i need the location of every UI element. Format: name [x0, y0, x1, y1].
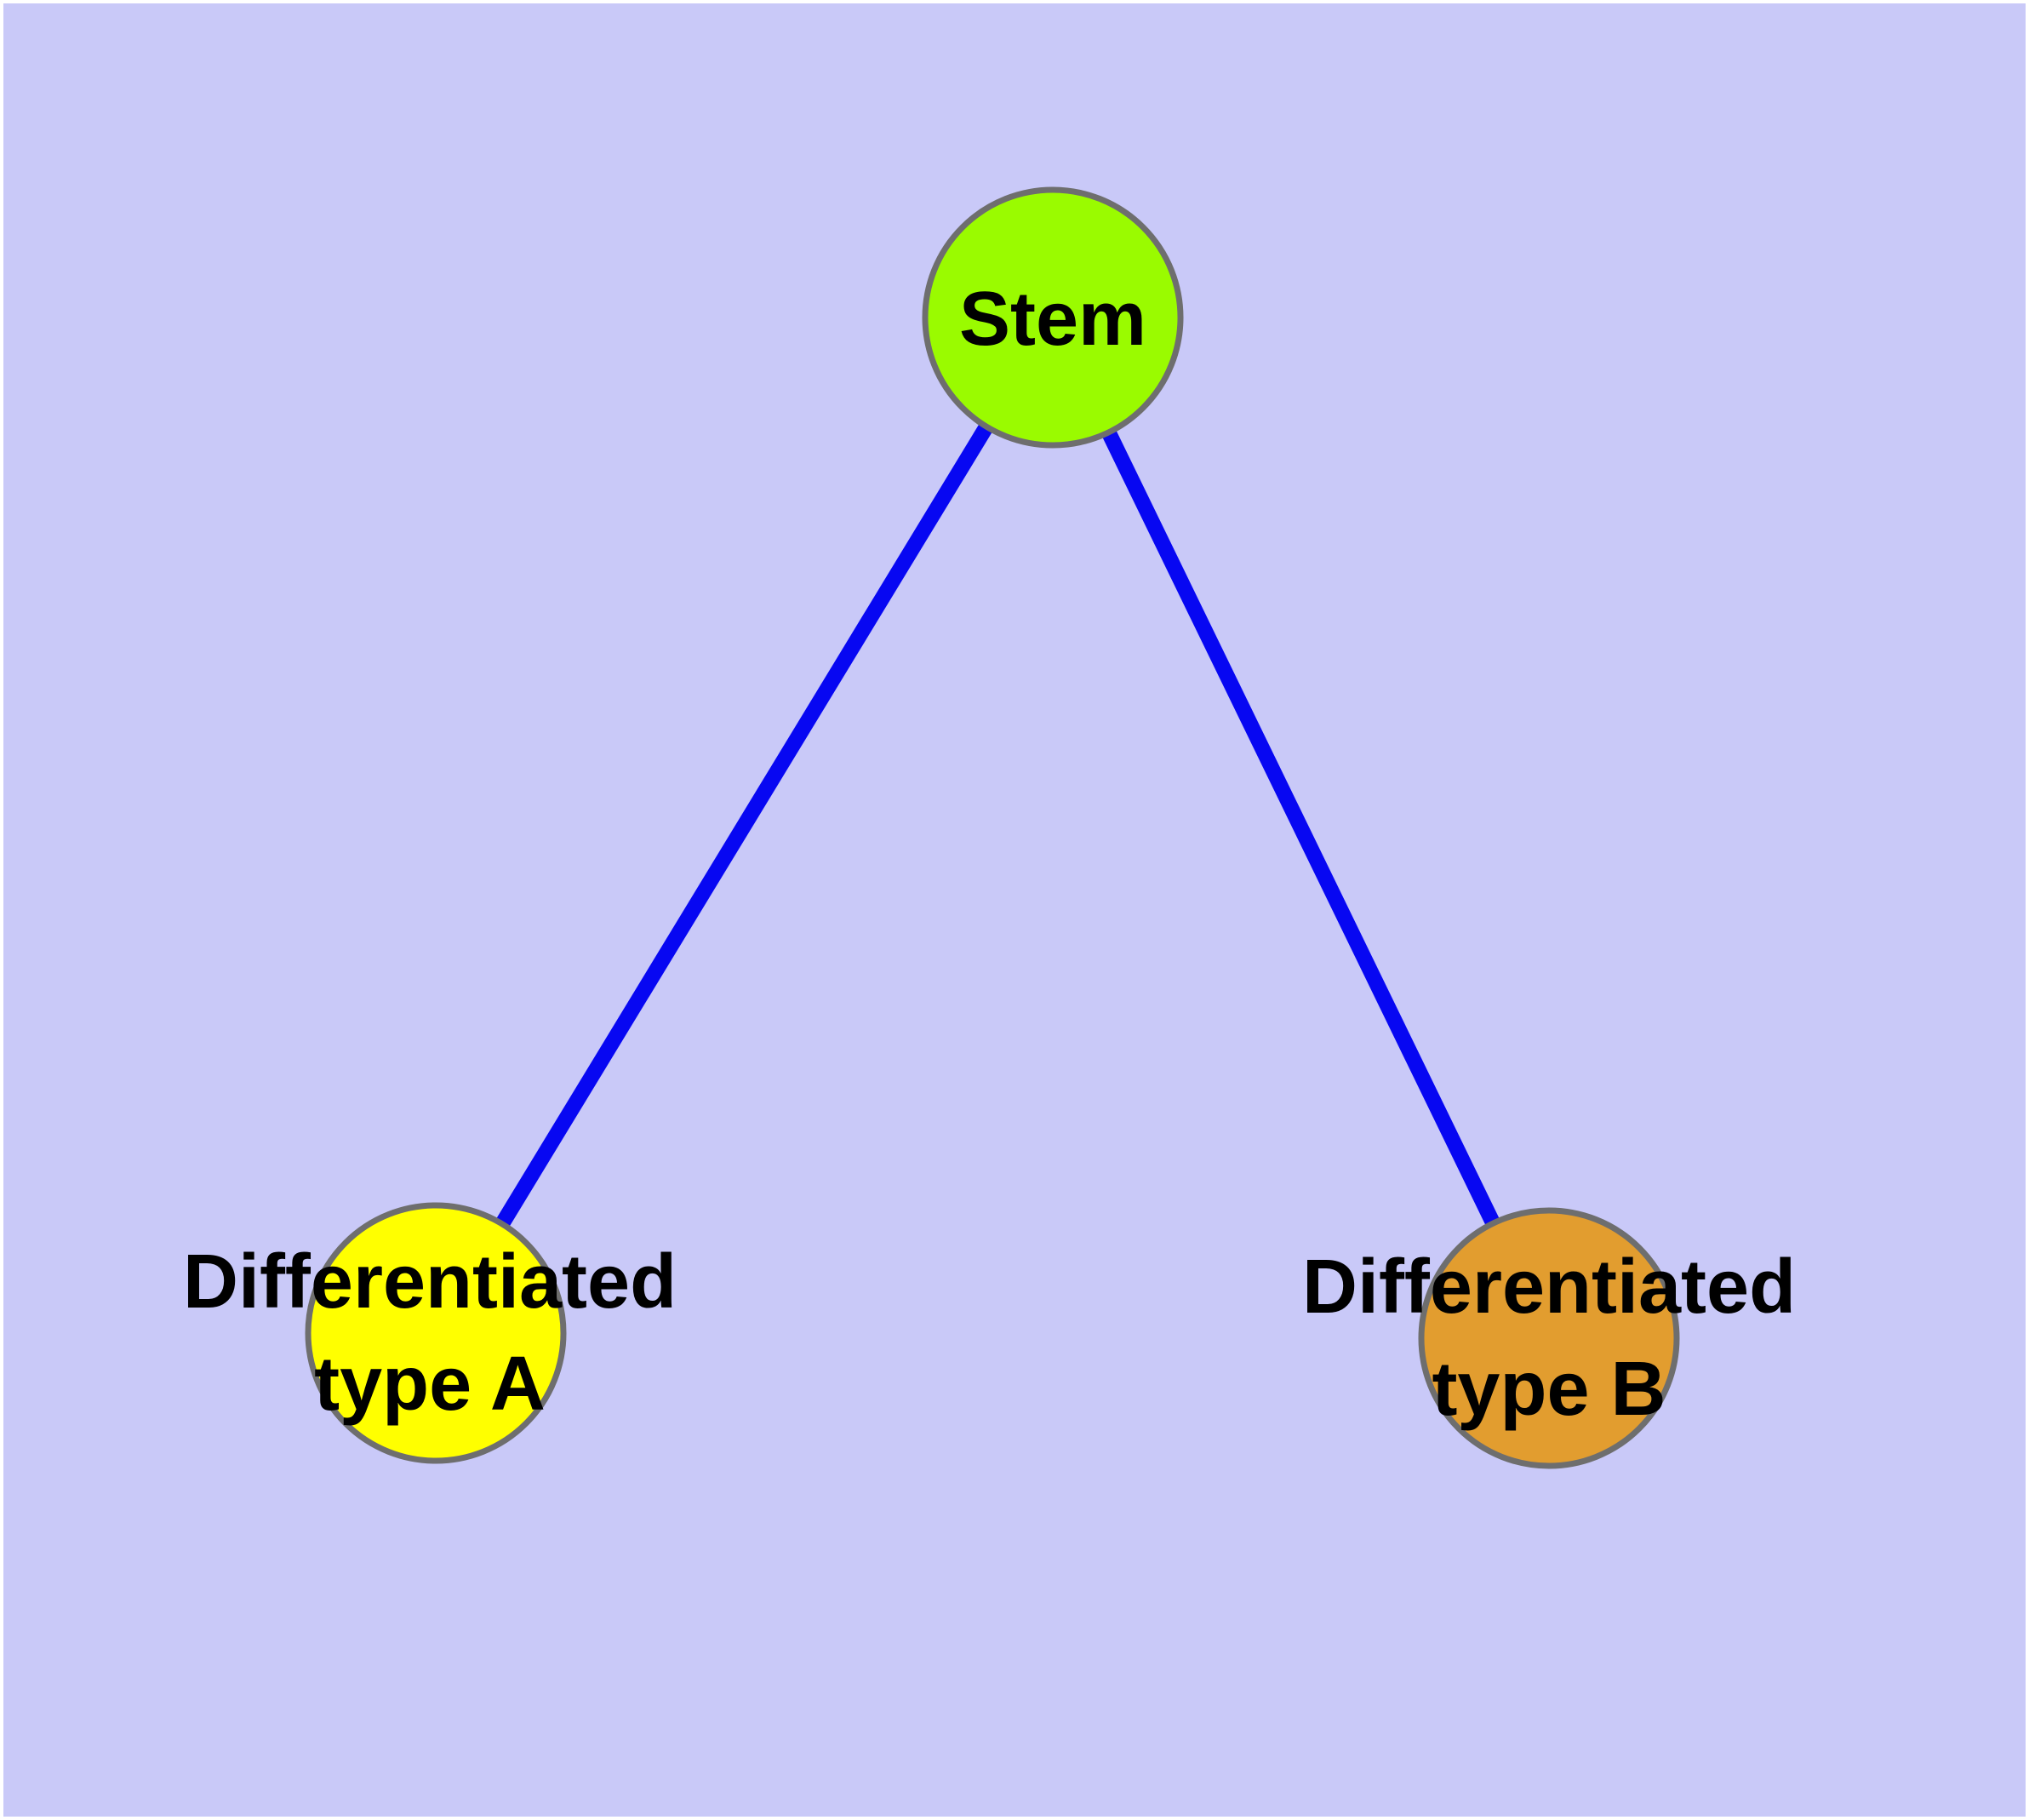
edge-stem-to-type-b: [1045, 314, 1557, 1342]
node-differentiated-type-a: [305, 1202, 567, 1464]
edge-stem-to-type-a: [429, 313, 1060, 1337]
node-label-stem: Stem: [958, 277, 1147, 362]
node-label-differentiated-type-b: Differentiated type B: [1301, 1245, 1797, 1432]
node-differentiated-type-b: [1418, 1207, 1680, 1469]
node-stem: [922, 186, 1184, 449]
node-label-differentiated-type-a: Differentiated type A: [182, 1239, 677, 1427]
